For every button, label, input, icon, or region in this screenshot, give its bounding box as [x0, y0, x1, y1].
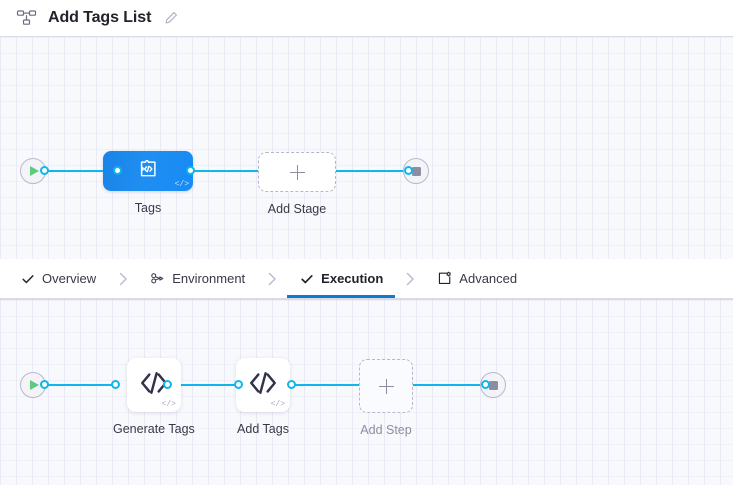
- plus-icon: [378, 378, 394, 394]
- pipeline-tab-bar[interactable]: Overview Environment Execution: [0, 259, 733, 299]
- generate-tags-output-port[interactable]: [163, 380, 172, 389]
- tab-execution-label: Execution: [321, 271, 384, 286]
- custom-stage-icon: [137, 158, 159, 185]
- edge-generate-tags-to-add-tags: [163, 384, 239, 386]
- step-type-badge: </>: [161, 400, 176, 409]
- add-step-node[interactable]: Add Step: [359, 359, 413, 437]
- tab-execution[interactable]: Execution: [287, 259, 396, 298]
- infrastructure-icon: [150, 271, 165, 286]
- page-title: Add Tags List: [48, 9, 152, 26]
- edge-tags-to-add-stage: [190, 170, 258, 172]
- step-graph-canvas[interactable]: </> Generate Tags </> Add Tags: [0, 299, 733, 485]
- stage-node-label: Tags: [134, 201, 162, 215]
- add-tags-output-port[interactable]: [287, 380, 296, 389]
- step-start-output-port[interactable]: [40, 380, 49, 389]
- play-icon: [30, 380, 39, 390]
- edge-add-stage-to-end: [334, 170, 408, 172]
- step-node-label: Add Tags: [237, 422, 289, 436]
- tab-advanced[interactable]: Advanced: [433, 259, 521, 298]
- tab-advanced-label: Advanced: [459, 271, 518, 286]
- tab-overview-label: Overview: [42, 271, 97, 286]
- add-step-box[interactable]: [359, 359, 413, 413]
- pipeline-icon: [16, 8, 38, 28]
- tab-overview[interactable]: Overview: [16, 259, 100, 298]
- advanced-icon: [437, 271, 452, 286]
- step-start-node[interactable]: [20, 372, 46, 398]
- edge-start-to-generate-tags: [36, 384, 116, 386]
- plus-icon: [289, 164, 305, 180]
- step-node-generate-tags[interactable]: </> Generate Tags: [113, 358, 195, 436]
- end-input-port[interactable]: [404, 166, 413, 175]
- page-header: Add Tags List: [0, 0, 733, 37]
- tags-input-port[interactable]: [113, 166, 122, 175]
- play-icon: [30, 166, 39, 176]
- stage-graph-canvas[interactable]: </> Tags Add Stage: [0, 37, 733, 259]
- step-type-badge: </>: [270, 400, 285, 409]
- edge-add-tags-to-add-step: [287, 384, 359, 386]
- tab-environment-label: Environment: [172, 271, 246, 286]
- step-end-input-port[interactable]: [481, 380, 490, 389]
- chevron-right-icon: [100, 259, 146, 298]
- chevron-right-icon: [249, 259, 295, 298]
- stage-type-badge: </>: [174, 180, 189, 189]
- stage-start-node[interactable]: [20, 158, 46, 184]
- tab-environment[interactable]: Environment: [146, 259, 249, 298]
- add-stage-label: Add Stage: [267, 202, 327, 216]
- add-tags-input-port[interactable]: [234, 380, 243, 389]
- add-stage-box[interactable]: [258, 152, 336, 192]
- code-icon: [248, 370, 278, 401]
- pencil-icon[interactable]: [162, 9, 180, 27]
- check-icon: [299, 271, 314, 286]
- edge-start-to-tags: [36, 170, 118, 172]
- start-output-port[interactable]: [40, 166, 49, 175]
- tags-output-port[interactable]: [186, 166, 195, 175]
- add-step-label: Add Step: [360, 423, 412, 437]
- chevron-right-icon: [387, 259, 433, 298]
- stop-icon: [488, 380, 498, 390]
- step-node-box[interactable]: </>: [236, 358, 290, 412]
- stop-icon: [411, 166, 421, 176]
- add-stage-node[interactable]: Add Stage: [258, 152, 336, 216]
- check-icon: [20, 271, 35, 286]
- step-node-add-tags[interactable]: </> Add Tags: [236, 358, 290, 436]
- edge-add-step-to-end: [411, 384, 484, 386]
- stage-node-tags[interactable]: </> Tags: [103, 151, 193, 215]
- step-node-box[interactable]: </>: [126, 358, 181, 412]
- step-node-label: Generate Tags: [113, 422, 195, 436]
- generate-tags-input-port[interactable]: [111, 380, 120, 389]
